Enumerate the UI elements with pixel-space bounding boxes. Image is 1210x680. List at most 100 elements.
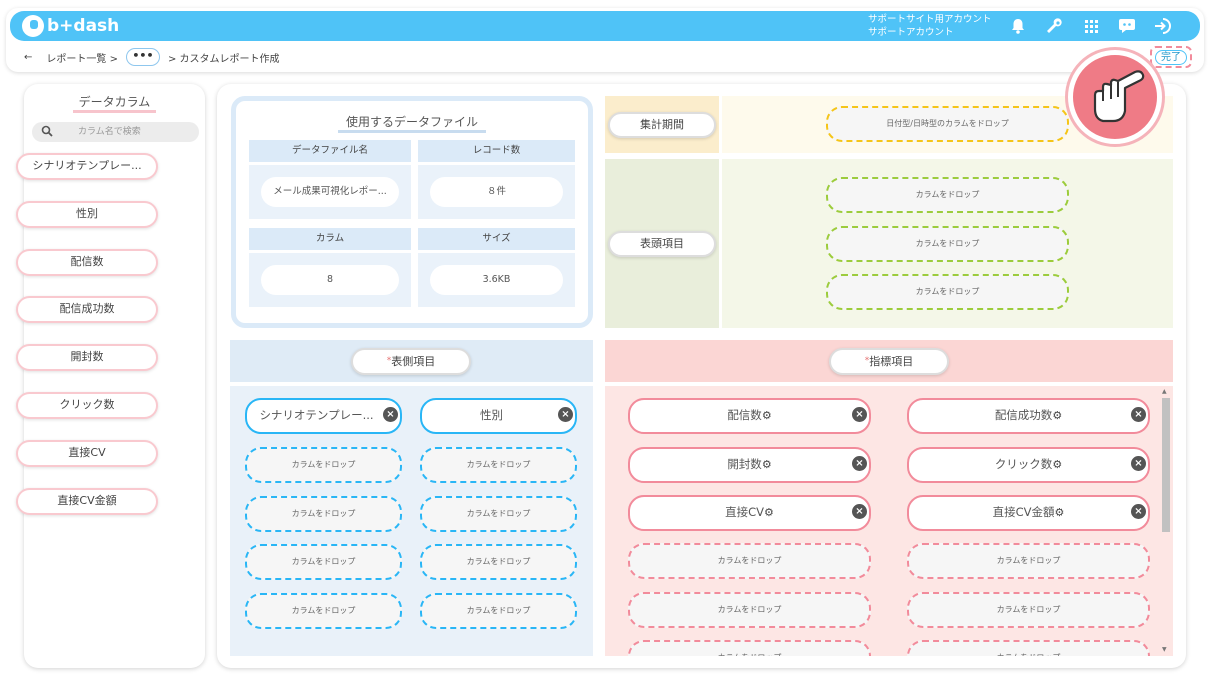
gear-icon[interactable]: ⚙: [764, 506, 774, 519]
metric-drop-zone[interactable]: カラムをドロップ: [907, 640, 1150, 656]
side-drop-zone[interactable]: カラムをドロップ: [420, 447, 577, 483]
metric-drop-zone[interactable]: カラムをドロップ: [907, 591, 1150, 628]
header-columns: カラム: [249, 228, 411, 250]
data-column-panel: データカラム カラム名で検索: [24, 84, 205, 668]
data-column-title: データカラム: [24, 93, 205, 113]
metric-chip-label: 直接CV金額: [992, 505, 1055, 519]
remove-icon[interactable]: ×: [852, 407, 867, 422]
remove-icon[interactable]: ×: [852, 504, 867, 519]
grid-icon[interactable]: [1081, 16, 1101, 36]
logout-icon[interactable]: [1152, 16, 1172, 36]
metric-chip-label: 配信数: [727, 408, 762, 422]
scroll-down-icon[interactable]: ▼: [1162, 646, 1167, 653]
side-item-chip[interactable]: 性別 ×: [420, 398, 577, 434]
metric-chip-label: 配信成功数: [994, 408, 1053, 422]
remove-icon[interactable]: ×: [1131, 504, 1146, 519]
remove-icon[interactable]: ×: [558, 407, 573, 422]
metric-chip[interactable]: 直接CV金額⚙ ×: [907, 495, 1150, 531]
side-drop-zone[interactable]: カラムをドロップ: [245, 544, 402, 580]
header-drop-zone[interactable]: カラムをドロップ: [826, 274, 1069, 310]
breadcrumb-report-list[interactable]: レポート一覧 >: [46, 53, 118, 65]
header-record-count: レコード数: [418, 140, 575, 162]
metric-chip[interactable]: クリック数⚙ ×: [907, 446, 1150, 483]
metric-drop-zone[interactable]: カラムをドロップ: [628, 591, 871, 628]
account-info[interactable]: サポートサイト用アカウント サポートアカウント: [868, 13, 992, 39]
back-arrow-icon[interactable]: ←: [24, 51, 33, 63]
metric-chip[interactable]: 配信数⚙ ×: [628, 398, 871, 434]
header-items-label: 表頭項目: [608, 231, 716, 257]
metrics-label: *指標項目: [829, 348, 949, 375]
metric-drop-zone[interactable]: カラムをドロップ: [628, 640, 871, 656]
metric-chip-label: 開封数: [727, 456, 762, 471]
side-drop-zone[interactable]: カラムをドロップ: [245, 495, 402, 532]
record-count-value: ８件: [430, 177, 563, 207]
remove-icon[interactable]: ×: [852, 455, 867, 471]
search-placeholder: カラム名で検索: [78, 127, 141, 137]
column-search-input[interactable]: カラム名で検索: [32, 122, 199, 142]
gear-icon[interactable]: ⚙: [1052, 409, 1063, 422]
gear-icon[interactable]: ⚙: [761, 409, 772, 422]
column-item[interactable]: 直接CV金額: [16, 487, 158, 515]
metric-chip[interactable]: 配信成功数⚙ ×: [907, 398, 1150, 434]
metric-drop-zone[interactable]: カラムをドロップ: [907, 543, 1150, 579]
period-drop-zone[interactable]: 日付型/日時型のカラムをドロップ: [826, 106, 1069, 142]
file-name-value: メール成果可視化レポー...: [261, 177, 399, 207]
scroll-up-icon[interactable]: ▲: [1162, 388, 1167, 395]
breadcrumb-more-button[interactable]: •••: [125, 48, 160, 66]
column-item[interactable]: 開封数: [16, 344, 158, 372]
header-file-name: データファイル名: [249, 140, 411, 162]
search-icon: [41, 125, 53, 145]
remove-icon[interactable]: ×: [1131, 455, 1146, 471]
metric-chip-label: 直接CV: [725, 505, 765, 519]
bell-icon[interactable]: [1008, 16, 1028, 36]
column-item[interactable]: クリック数: [16, 392, 158, 419]
metric-chip[interactable]: 直接CV⚙ ×: [628, 495, 871, 531]
side-drop-zone[interactable]: カラムをドロップ: [245, 447, 402, 483]
side-item-chip[interactable]: シナリオテンプレー... ×: [245, 398, 402, 434]
chat-icon[interactable]: [1117, 16, 1137, 36]
side-drop-zone[interactable]: カラムをドロップ: [420, 544, 577, 580]
column-item[interactable]: 性別: [16, 200, 158, 228]
breadcrumb-current: > カスタムレポート作成: [167, 53, 280, 65]
done-label: 完了: [1155, 49, 1187, 65]
account-line1: サポートサイト用アカウント: [868, 14, 992, 25]
logo[interactable]: b+dash: [22, 15, 119, 37]
metric-chip-label: クリック数: [994, 456, 1053, 471]
column-item[interactable]: 配信成功数: [16, 296, 158, 324]
metric-chip[interactable]: 開封数⚙ ×: [628, 446, 871, 483]
gear-icon[interactable]: ⚙: [761, 457, 772, 471]
gear-icon[interactable]: ⚙: [1052, 457, 1063, 471]
columns-value: 8: [261, 265, 399, 295]
done-button[interactable]: 完了: [1150, 46, 1192, 68]
side-item-chip-label: 性別: [480, 408, 503, 422]
column-item[interactable]: 配信数: [16, 248, 158, 276]
top-bar: b+dash サポートサイト用アカウント サポートアカウント: [10, 11, 1200, 41]
side-drop-zone[interactable]: カラムをドロップ: [420, 592, 577, 629]
header-drop-zone[interactable]: カラムをドロップ: [826, 225, 1069, 262]
remove-icon[interactable]: ×: [383, 407, 398, 422]
remove-icon[interactable]: ×: [1131, 407, 1146, 422]
required-mark: *: [864, 356, 870, 366]
gear-icon[interactable]: ⚙: [1054, 506, 1065, 519]
side-items-label: *表側項目: [351, 348, 471, 375]
header-drop-zone[interactable]: カラムをドロップ: [826, 177, 1069, 213]
side-item-chip-label: シナリオテンプレー...: [259, 408, 374, 422]
size-value: 3.6KB: [430, 265, 563, 295]
account-line2: サポートアカウント: [868, 27, 954, 38]
logo-mark: [22, 15, 44, 37]
metric-drop-zone[interactable]: カラムをドロップ: [628, 543, 871, 579]
column-item[interactable]: 直接CV: [16, 439, 158, 467]
header-size: サイズ: [418, 228, 575, 250]
period-label: 集計期間: [608, 112, 716, 138]
data-file-card: 使用するデータファイル データファイル名 レコード数 メール成果可視化レポー..…: [231, 96, 593, 328]
side-drop-zone[interactable]: カラムをドロップ: [245, 592, 402, 629]
breadcrumb: ← レポート一覧 > ••• > カスタムレポート作成: [24, 47, 280, 67]
side-drop-zone[interactable]: カラムをドロップ: [420, 495, 577, 532]
scroll-thumb[interactable]: [1162, 398, 1170, 532]
logo-text: b+dash: [47, 16, 120, 36]
required-mark: *: [386, 356, 392, 366]
column-item[interactable]: シナリオテンプレー...: [16, 153, 158, 180]
pointer-hand-icon: [1068, 50, 1162, 144]
wrench-icon[interactable]: [1044, 16, 1064, 36]
metrics-scrollbar[interactable]: ▲ ▼: [1161, 388, 1171, 656]
